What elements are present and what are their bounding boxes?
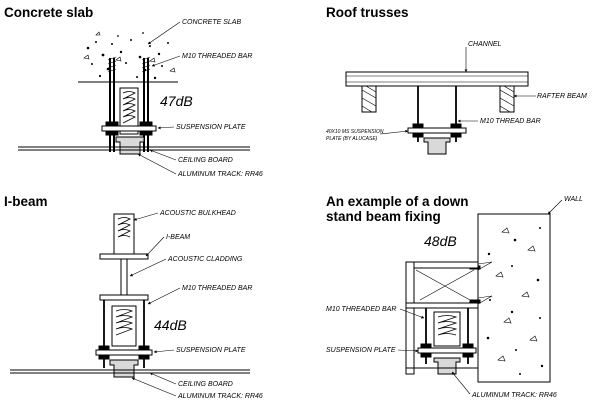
leaders-roof — [379, 47, 536, 135]
label-wall: WALL — [564, 196, 583, 203]
leaders-i-beam — [129, 212, 181, 397]
label-threaded-bar: M10 THREADED BAR — [326, 306, 396, 313]
panel-i-beam: I-beam 44dB ACOU — [4, 194, 263, 400]
leaders-down-stand — [397, 199, 563, 395]
label-ceiling-board: CEILING BOARD — [178, 157, 233, 164]
label-thread-bar: M10 THREAD BAR — [480, 118, 541, 125]
panel-title-down-stand-line1: An example of a down — [326, 194, 469, 209]
panel-concrete-slab: Concrete slab — [4, 5, 263, 178]
i-beam-web — [120, 258, 128, 296]
down-stand-top-member — [405, 261, 479, 269]
nut — [462, 343, 474, 348]
concrete-slab-aggregate — [83, 31, 176, 80]
label-ceiling-board: CEILING BOARD — [178, 381, 233, 388]
label-suspension-plate: SUSPENSION PLATE — [176, 347, 246, 354]
nut — [450, 123, 462, 128]
label-aluminum-track: ALUMINUM TRACK: RR46 — [177, 393, 263, 400]
concrete-wall-aggregate — [486, 227, 544, 375]
label-acoustic-cladding: ACOUSTIC CLADDING — [167, 256, 243, 263]
nut — [412, 133, 424, 138]
label-ms-plate-line1: 40X10 MS SUSPENSION — [326, 129, 384, 135]
nut — [105, 121, 119, 126]
label-rafter-beam: RAFTER BEAM — [537, 93, 587, 100]
panel-down-stand-beam: An example of a down stand beam fixing — [326, 194, 583, 399]
nut — [412, 123, 424, 128]
leaders-concrete — [137, 21, 181, 175]
panel-title-roof-trusses: Roof trusses — [326, 5, 409, 20]
threaded-bar-right — [141, 56, 151, 152]
sound-rating-44db: 44dB — [154, 317, 187, 333]
label-channel: CHANNEL — [468, 41, 502, 48]
ms-suspension-plate — [407, 127, 467, 134]
down-stand-side-member — [405, 261, 415, 375]
acoustic-insulation — [437, 315, 458, 336]
nut — [420, 353, 432, 358]
label-aluminum-track: ALUMINUM TRACK: RR46 — [177, 171, 263, 178]
nut — [98, 345, 110, 350]
nut — [138, 345, 150, 350]
nut — [98, 355, 110, 360]
label-aluminum-track: ALUMINUM TRACK: RR46 — [471, 392, 557, 399]
threaded-bar-left — [107, 56, 117, 152]
rafter-beam-left — [361, 85, 377, 113]
aluminum-track-profile — [423, 137, 451, 155]
acoustic-insulation — [117, 217, 131, 238]
acoustic-insulation — [115, 309, 134, 336]
rafter-beam-right — [499, 85, 515, 113]
suspension-plate — [95, 349, 153, 356]
aluminum-track-profile — [115, 136, 145, 155]
acoustic-insulation — [122, 91, 136, 124]
channel-section — [345, 71, 529, 87]
label-acoustic-bulkhead: ACOUSTIC BULKHEAD — [159, 210, 236, 217]
aluminum-track-profile — [433, 357, 461, 375]
label-concrete-slab: CONCRETE SLAB — [182, 19, 241, 26]
label-suspension-plate: SUSPENSION PLATE — [176, 124, 246, 131]
nut — [105, 131, 119, 136]
sound-rating-47db: 47dB — [160, 93, 193, 109]
label-suspension-plate: SUSPENSION PLATE — [326, 347, 396, 354]
concrete-wall — [477, 213, 551, 383]
label-ms-plate-line2: PLATE (BY ALUCASE) — [326, 136, 378, 142]
sound-rating-48db: 48dB — [424, 233, 457, 249]
label-threaded-bar: M10 THREADED BAR — [182, 53, 252, 60]
label-threaded-bar: M10 THREADED BAR — [182, 285, 252, 292]
i-beam-top-flange — [99, 253, 149, 260]
nut — [420, 343, 432, 348]
panel-title-down-stand-line2: stand beam fixing — [326, 209, 441, 224]
i-beam-bottom-flange — [99, 294, 149, 301]
label-i-beam: I-BEAM — [166, 234, 190, 241]
nut — [139, 121, 153, 126]
suspension-plate — [417, 347, 477, 354]
suspension-plate — [101, 125, 157, 132]
down-stand-mid-member — [405, 302, 479, 309]
nut — [138, 355, 150, 360]
panel-title-concrete-slab: Concrete slab — [4, 5, 93, 20]
nut — [450, 133, 462, 138]
panel-roof-trusses: Roof trusses CHANNEL RAFTER BEAM M10 THR… — [326, 5, 587, 155]
nut — [462, 353, 474, 358]
nut — [139, 131, 153, 136]
panel-title-i-beam: I-beam — [4, 194, 48, 209]
aluminum-track-profile — [109, 359, 139, 378]
